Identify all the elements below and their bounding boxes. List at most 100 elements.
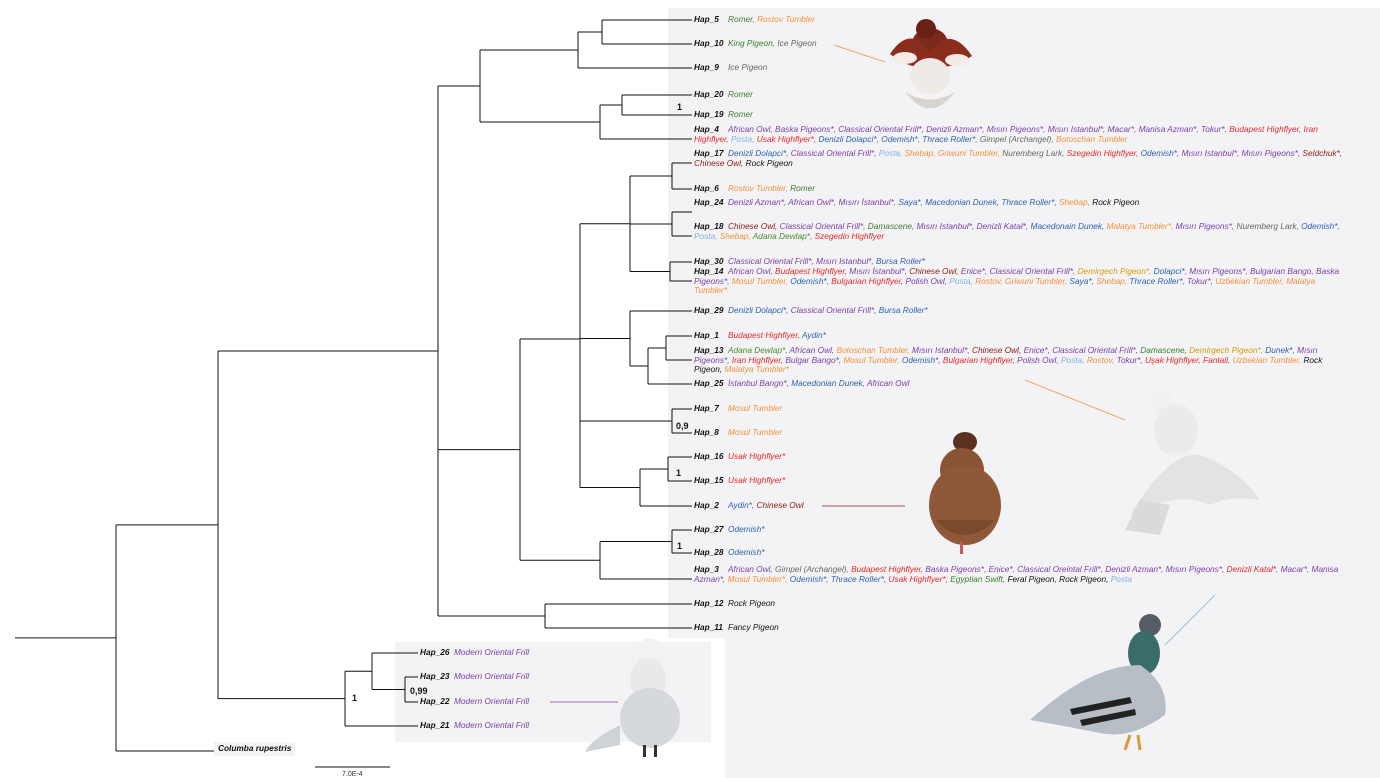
breed-name: Macedonain Dunek,	[1031, 221, 1107, 231]
breed-name: Demirgech Pigeon*,	[1078, 266, 1154, 276]
breed-name: Shebap,	[1096, 276, 1129, 286]
breed-name: Uzbekian Tumbler,	[1215, 276, 1286, 286]
breed-name: Tokur*,	[1201, 124, 1229, 134]
breed-name: Botoschan Tumbler	[1056, 134, 1127, 144]
pigeon-photo-1	[890, 19, 972, 108]
breed-name: Mısırı Pigeons*,	[1189, 266, 1250, 276]
breed-name: Damascene,	[868, 221, 917, 231]
tip-label: Hap_7Mosul Tumbler	[694, 404, 782, 414]
breed-name: Bulgarian Highflyer,	[831, 276, 905, 286]
breed-name: Ice Pigeon	[777, 38, 816, 48]
breed-name: Classical Oriental Frill*,	[791, 305, 879, 315]
breed-name: Macedonian Dunek,	[791, 378, 867, 388]
haplotype-name: Hap_24	[694, 198, 728, 208]
haplotype-name: Hap_28	[694, 548, 728, 558]
breed-name: Egyptian Swift,	[950, 574, 1007, 584]
tip-label: Hap_25İstanbul Bango*, Macedonian Dunek,…	[694, 379, 909, 389]
breed-name: Adana Dewlap*,	[753, 231, 815, 241]
breed-name: African Owl*,	[788, 197, 838, 207]
tree-branches	[15, 20, 692, 751]
pigeon-photo-3	[929, 432, 1001, 554]
haplotype-name: Hap_5	[694, 15, 728, 25]
breed-name: Rostov,	[1087, 355, 1117, 365]
breed-name: Fancy Pigeon	[728, 622, 779, 632]
tip-label: Hap_2Aydin*, Chinese Owl	[694, 501, 804, 511]
breed-name: Tokur*,	[1187, 276, 1215, 286]
breed-name: Posta,	[731, 134, 757, 144]
breed-name: Tokur*,	[1117, 355, 1145, 365]
breed-name: Griwuni Tumbler,	[1005, 276, 1069, 286]
tip-label: Hap_1Budapest Highflyer, Aydin*	[694, 331, 826, 341]
breed-name: African Owl,	[728, 564, 775, 574]
haplotype-name: Hap_10	[694, 39, 728, 49]
breed-name: Modern Oriental Frill	[454, 671, 529, 681]
breed-name: Denizli Dolapci*,	[728, 148, 791, 158]
breed-name: Rock Pigeon	[728, 598, 775, 608]
breed-name: Gimpel (Archangel),	[980, 134, 1056, 144]
haplotype-name: Hap_20	[694, 90, 728, 100]
breed-name: Aydin*,	[728, 500, 757, 510]
tip-label: Hap_28Odemish*	[694, 548, 764, 558]
support-value: 1	[677, 541, 682, 551]
breed-name: Odemish*,	[790, 276, 831, 286]
breed-name: Shebap,	[720, 231, 753, 241]
breed-name: Bulgar Bango*,	[785, 355, 843, 365]
breed-name: Uşak Highflyer,	[1145, 355, 1203, 365]
haplotype-name: Hap_26	[420, 648, 454, 658]
pigeon-photo-4	[585, 638, 680, 757]
breed-name: Mısırı Istanbul*,	[816, 256, 876, 266]
breed-name: Posta,	[879, 148, 905, 158]
breed-name: Denizli Dolapci*,	[819, 134, 882, 144]
haplotype-name: Hap_19	[694, 110, 728, 120]
breed-name: Malatya Tumbler*	[724, 364, 788, 374]
breed-name: Enice*,	[961, 266, 990, 276]
breed-name: Iran Highflyer,	[732, 355, 786, 365]
breed-name: Rostov Tumbler,	[728, 183, 790, 193]
breed-name: Modern Oriental Frill	[454, 647, 529, 657]
haplotype-name: Hap_21	[420, 721, 454, 731]
breed-name: Shebap,	[1059, 197, 1092, 207]
breed-name: Posta,	[694, 231, 720, 241]
support-value: 1	[677, 102, 682, 112]
breed-name: Macar*,	[1281, 564, 1312, 574]
breed-name: Usak Highflyer*	[728, 475, 785, 485]
breed-name: Budapest Highflyer,	[775, 266, 849, 276]
breed-name: Aydin*	[802, 330, 826, 340]
breed-name: Odemish*	[728, 524, 764, 534]
haplotype-name: Hap_12	[694, 599, 728, 609]
breed-name: Uzbekian Tumbler,	[1233, 355, 1304, 365]
breed-name: Bulgarian Bango,	[1250, 266, 1316, 276]
breed-name: Denizli Dolapci*,	[728, 305, 791, 315]
breed-name: Mosul Tumbler*,	[728, 574, 790, 584]
support-value: 0,9	[676, 421, 689, 431]
tip-label: Hap_19Romer	[694, 110, 753, 120]
tip-label: Hap_13Adana Dewlap*, African Owl, Botosc…	[694, 346, 1344, 375]
breed-name: Polish Owl,	[906, 276, 950, 286]
outgroup-label: Columba rupestris	[214, 742, 295, 756]
breed-name: African Owl	[867, 378, 909, 388]
breed-name: King Pigeon,	[728, 38, 777, 48]
breed-name: Mısırı Istanbul*,	[912, 345, 972, 355]
breed-name: Romer	[728, 109, 753, 119]
breed-name: Dunek*,	[1265, 345, 1297, 355]
haplotype-name: Hap_27	[694, 525, 728, 535]
breed-name: Modern Oriental Frill	[454, 696, 529, 706]
breed-name: Griwuni Tumbler,	[938, 148, 1002, 158]
breed-name: Bulgarian Highflyer,	[943, 355, 1017, 365]
breed-name: Baska Pigeons*,	[925, 564, 988, 574]
breed-name: İstanbul Bango*,	[728, 378, 791, 388]
breed-name: Damascene,	[1140, 345, 1189, 355]
breed-name: Odemish*,	[881, 134, 922, 144]
breed-name: Rock Pigeon,	[1059, 574, 1111, 584]
breed-name: Nuremberg Lark,	[1002, 148, 1067, 158]
tip-label: Hap_15Usak Highflyer*	[694, 476, 785, 486]
breed-name: Baska Pigeons*,	[775, 124, 838, 134]
breed-name: Denizli Azman*,	[1105, 564, 1166, 574]
breed-name: Odemish*,	[1301, 221, 1340, 231]
breed-name: Thrace Roller*,	[1001, 197, 1059, 207]
